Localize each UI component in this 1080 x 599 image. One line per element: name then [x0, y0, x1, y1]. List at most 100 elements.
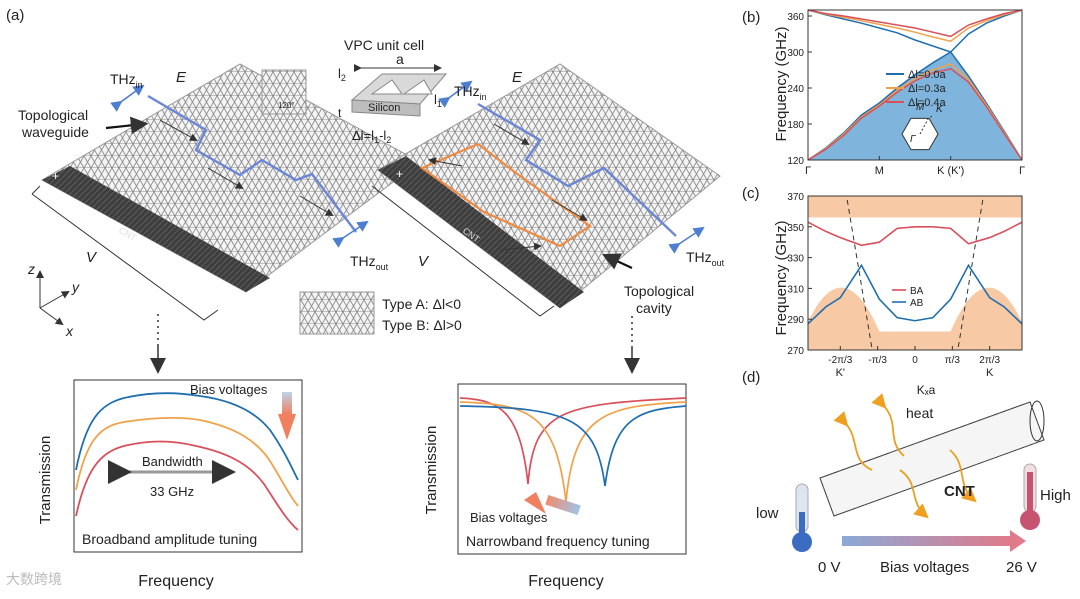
e-field-arrow-out-left — [332, 220, 369, 248]
chart-b-frame — [807, 9, 1023, 161]
chart-c-light-line-left — [846, 199, 873, 351]
minus-sign-right: - — [556, 307, 560, 321]
axis-z-label: z — [27, 261, 35, 277]
unit-cell-side — [351, 99, 421, 117]
unit-cell-hole-2 — [402, 79, 433, 95]
flow-arrow-2 — [207, 167, 244, 190]
cavity-pointer-arrow — [602, 253, 633, 270]
right-cavity-device: CNT + - V — [371, 63, 721, 321]
type-legend-swatch — [299, 291, 375, 335]
e-field-label-right: E — [512, 69, 523, 86]
cold-thermometer-icon — [792, 483, 812, 552]
left-waveguide-device: CNT + - V — [31, 63, 421, 321]
unit-cell-title: VPC unit cell — [344, 37, 424, 53]
chart-b-ytick-label-1: 180 — [787, 120, 804, 131]
plus-sign-left: + — [52, 169, 59, 183]
waveguide-pointer-arrow — [105, 116, 149, 135]
type-a-label: Type A: Δl<0 — [382, 296, 461, 312]
broadband-xlabel: Frequency — [138, 573, 214, 590]
minus-sign-left: - — [226, 287, 230, 301]
chart-c-ytick-label-3: 330 — [787, 254, 804, 265]
voltage-label-left: V — [86, 249, 98, 266]
thz-in-left: THzin — [110, 71, 143, 90]
chart-c-ytick-label-0: 270 — [787, 346, 804, 357]
cavity-outline — [419, 142, 592, 248]
chart-c-xtick-label-4: 2π/3 — [979, 355, 1000, 366]
narrowband-caption: Narrowband frequency tuning — [466, 533, 650, 549]
bandwidth-value: 33 GHz — [150, 484, 194, 499]
chart-c-upper-bulk — [808, 196, 1022, 218]
v-end-label: 26 V — [1006, 559, 1037, 576]
chart-b-ytick-label-4: 360 — [787, 12, 804, 23]
panel-label-a: (a) — [6, 7, 24, 24]
chart-b-xtick-label-1: M — [875, 165, 884, 177]
waveguide-path-right — [477, 102, 677, 237]
unit-cell-hole-1 — [370, 79, 403, 95]
voltage-bracket-left — [31, 193, 219, 321]
panel-label-c: (c) — [742, 185, 760, 202]
chart-b-ylabel: Frequency (GHz) — [773, 26, 790, 141]
cnt-label-d: CNT — [944, 483, 975, 500]
chart-b-xtick-label-2: K (K') — [937, 165, 964, 177]
waveguide-path — [147, 94, 357, 233]
broadband-ylabel: Transmission — [37, 436, 54, 525]
broadband-curve-orange — [75, 416, 299, 507]
chart-c-lower-bulk — [808, 287, 1022, 350]
voltage-bracket-tick — [31, 185, 41, 195]
chart-c-xlabel: Kₓa — [917, 383, 936, 397]
panel-label-d: (d) — [742, 369, 760, 386]
thickness-label: t — [338, 106, 342, 120]
flow-arrow-r4 — [499, 242, 542, 251]
brillouin-label-Gamma: Γ — [910, 134, 917, 145]
narrowband-ylabel: Transmission — [423, 426, 440, 515]
flow-arrow-r2 — [551, 199, 588, 222]
narrowband-bias-head — [524, 492, 546, 514]
chart-b-series-0-upper — [807, 9, 1023, 53]
carbon-nanotube-mesh — [819, 401, 1045, 517]
silicon-label: Silicon — [368, 102, 400, 114]
e-field-arrow-right — [438, 80, 473, 108]
flow-arrow-r1 — [493, 123, 530, 146]
v-start-label: 0 V — [818, 559, 841, 576]
bias-arrow-shaft — [282, 392, 292, 414]
chart-b-series-1-lower — [807, 63, 1023, 161]
chart-b-series-1-upper — [807, 9, 1023, 43]
chart-c-ytick-label-4: 350 — [787, 223, 804, 234]
broadband-curve-red — [75, 440, 299, 531]
high-label: High — [1040, 487, 1071, 504]
heat-wave-1 — [833, 411, 873, 471]
l1-label: l1 — [434, 92, 442, 109]
chart-b-ytick-label-2: 240 — [787, 84, 804, 95]
heat-label: heat — [906, 405, 933, 421]
heat-wave-2 — [871, 393, 905, 457]
narrowband-xlabel: Frequency — [528, 573, 604, 590]
axes-triad: z y x — [27, 261, 80, 339]
flow-arrow-1 — [159, 119, 198, 141]
chart-c-xtick-label-2: 0 — [912, 355, 918, 366]
broadband-caption: Broadband amplitude tuning — [82, 531, 257, 547]
thz-out-right: THzout — [686, 249, 725, 268]
chart-b-xtick-label-0: Γ — [805, 165, 811, 177]
heat-wave-4 — [899, 469, 929, 519]
panel-label-b: (b) — [742, 9, 760, 26]
chart-c-xsub-label-0: K' — [836, 367, 845, 379]
cnt-film — [42, 166, 270, 292]
low-label: low — [756, 505, 779, 522]
narrowband-plot: Transmission Frequency Bias voltages Nar… — [423, 383, 687, 590]
chart-c-ylabel: Frequency (GHz) — [773, 220, 790, 335]
narrowband-bias-label: Bias voltages — [470, 510, 548, 525]
e-field-label-left: E — [176, 69, 187, 86]
thz-in-right: THzin — [454, 83, 487, 102]
chart-c-ytick-label-5: 370 — [787, 192, 804, 203]
chart-c-xtick-label-3: π/3 — [945, 355, 961, 366]
type-legend: Type A: Δl<0 Type B: Δl>0 — [299, 291, 462, 335]
chart-b-series-2-upper — [807, 9, 1023, 38]
delta-l-definition: Δl=l1-l2 — [352, 128, 391, 145]
chart-b-legend-label-0: Δl=0.0a — [908, 69, 947, 81]
chart-c-series-AB — [807, 263, 1023, 325]
broadband-bias-label: Bias voltages — [190, 382, 268, 397]
chart-b-legend-label-1: Δl=0.3a — [908, 83, 947, 95]
